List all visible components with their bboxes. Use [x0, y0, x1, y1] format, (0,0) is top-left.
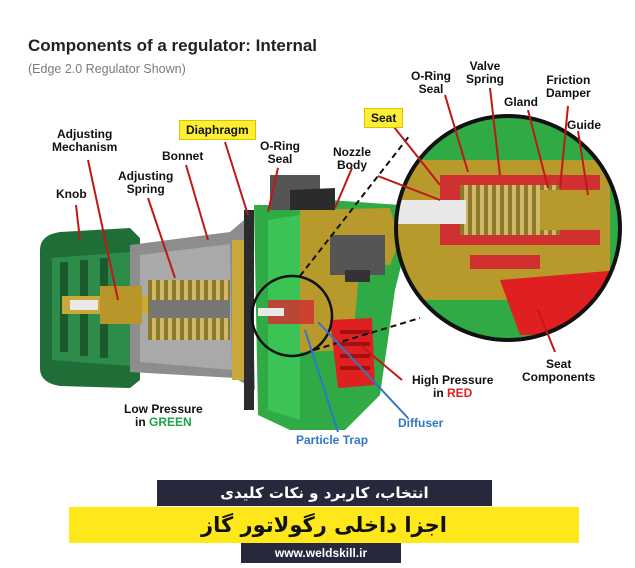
adjusting-mechanism-shape [62, 286, 152, 324]
banner-subtitle: انتخاب، کاربرد و نکات کلیدی [157, 480, 492, 506]
label-diaphragm: Diaphragm [179, 120, 256, 140]
low-pressure-color-word: GREEN [149, 415, 192, 429]
regulator-illustration [40, 87, 622, 433]
high-pressure-color-word: RED [447, 386, 473, 400]
label-knob: Knob [56, 187, 87, 201]
zoom-connector-bottom [313, 317, 421, 351]
zoom-circle-outline [394, 114, 622, 342]
page-title: Components of a regulator: Internal [28, 36, 318, 55]
label-seat: Seat [364, 108, 404, 128]
zoom-source-circle [250, 274, 334, 358]
label-high-pressure: High Pressure in RED [412, 373, 494, 400]
blue-leader-lines [304, 321, 409, 433]
leader-lines [75, 87, 589, 381]
label-gland: Gland [504, 95, 539, 109]
label-particle-trap: Particle Trap [296, 433, 369, 447]
banner-url: www.weldskill.ir [241, 543, 401, 563]
zoom-detail [396, 116, 620, 340]
label-guide: Guide [567, 118, 602, 132]
diaphragm-shape [232, 210, 254, 410]
adjusting-spring-shape [148, 280, 230, 340]
label-bonnet: Bonnet [162, 149, 204, 163]
gauge-port [330, 235, 385, 282]
label-low-pressure: Low Pressure in GREEN [124, 402, 203, 429]
banner-title: اجزا داخلی رگولاتور گاز [69, 507, 579, 543]
label-diffuser: Diffuser [398, 416, 444, 430]
page-subtitle: (Edge 2.0 Regulator Shown) [28, 62, 186, 76]
